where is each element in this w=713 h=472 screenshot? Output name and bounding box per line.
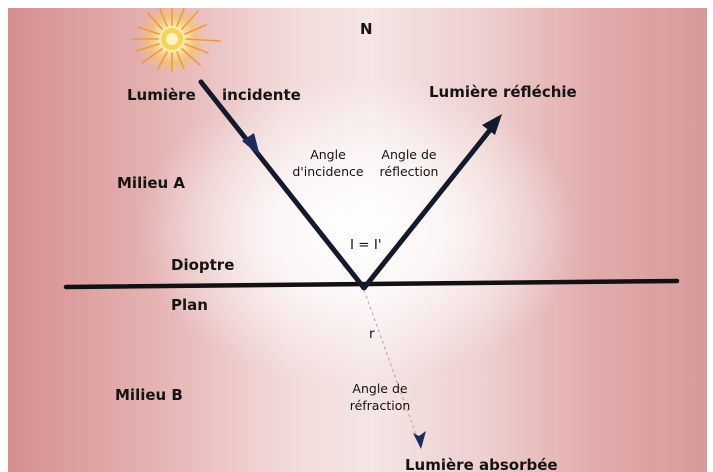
diagram-graphics: [63, 8, 680, 449]
interface-line: [63, 278, 680, 290]
refracted-ray: [363, 289, 419, 441]
refraction-symbol-label: r: [369, 326, 375, 342]
incident-light-label-2: incidente: [222, 86, 301, 104]
angle-equality-label: I = I': [350, 237, 382, 253]
angle-refraction-line-1: Angle de: [352, 381, 408, 396]
angle-incidence-line-2: d'incidence: [292, 164, 364, 179]
refracted-ray-arrowhead: [413, 431, 426, 449]
absorbed-light-label: Lumière absorbée: [405, 456, 558, 472]
incident-ray: [198, 79, 367, 291]
angle-reflection-label: Angle de réflection: [370, 146, 448, 180]
medium-a-label: Milieu A: [117, 174, 186, 192]
sun-icon: [131, 8, 221, 73]
angle-refraction-line-2: réfraction: [349, 398, 411, 413]
incident-ray-arrowhead: [242, 133, 260, 156]
angle-incidence-line-1: Angle: [310, 147, 346, 162]
background: [8, 8, 707, 472]
medium-b-label: Milieu B: [115, 386, 183, 404]
angle-reflection-line-1: Angle de: [381, 147, 437, 162]
plan-label: Plan: [171, 296, 208, 314]
angle-reflection-line-2: réflection: [379, 164, 439, 179]
angle-refraction-label: Angle de réfraction: [339, 380, 421, 414]
reflected-ray: [361, 122, 497, 291]
incident-light-label-1: Lumière: [127, 86, 196, 104]
reflected-light-label: Lumière réfléchie: [429, 83, 577, 101]
angle-incidence-label: Angle d'incidence: [288, 146, 368, 180]
optics-diagram: N Lumière incidente Lumière réfléchie An…: [8, 8, 707, 472]
normal-label: N: [360, 20, 373, 38]
reflected-ray-arrowhead: [482, 114, 502, 135]
dioptre-label: Dioptre: [171, 256, 235, 274]
